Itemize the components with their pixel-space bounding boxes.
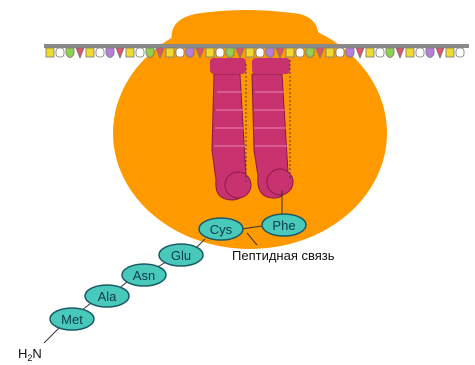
amino-acid-phe: Phe [262,214,306,236]
mrna-nucleotide [406,48,414,57]
mrna-nucleotide [286,48,294,57]
mrna-nucleotide [426,48,434,58]
amino-acid-label: Met [61,312,83,327]
mrna-nucleotide [396,48,404,58]
mrna-nucleotide [296,48,304,57]
mrna-nucleotide [436,48,444,58]
trna-right-anticodon [252,58,290,74]
trna-right-loop [267,169,293,195]
mrna-nucleotide [446,48,454,57]
mrna-nucleotide [136,48,144,57]
mrna-nucleotide [356,48,364,58]
n-terminus-h: H [18,346,27,361]
n-terminus-n: N [32,346,41,361]
peptide-bond-label: Пептидная связь [232,248,335,263]
amino-acid-asn: Asn [122,264,166,286]
mrna-nucleotide [66,48,74,58]
svg-text:H2N: H2N [18,346,42,363]
mrna-nucleotide [176,48,184,57]
mrna-nucleotide [376,48,384,57]
mrna-nucleotide [126,48,134,57]
amino-acid-ala: Ala [85,285,129,307]
amino-acid-cys: Cys [199,218,243,240]
mrna-nucleotide [106,48,114,58]
amino-acid-label: Glu [171,248,191,263]
mrna-nucleotide [56,48,64,57]
amino-acid-label: Cys [210,222,233,237]
mrna-nucleotide [96,48,104,57]
mrna-nucleotide [246,48,254,57]
mrna-nucleotide [186,48,194,58]
ribosome-small-subunit [171,10,318,44]
mrna-nucleotide [256,48,264,57]
amino-acid-label: Asn [133,268,155,283]
mrna-nucleotide [306,48,314,58]
mrna-nucleotide [76,48,84,58]
amino-acid-glu: Glu [159,244,203,266]
mrna-nucleotide [216,48,224,57]
mrna-nucleotide [46,48,54,57]
mrna-nucleotide [206,48,214,57]
mrna-nucleotide [346,48,354,58]
mrna-nucleotide [116,48,124,58]
trna-left-loop [225,172,251,198]
mrna-nucleotide [226,48,234,58]
amino-acid-label: Phe [272,218,295,233]
amino-acid-met: Met [50,308,94,330]
mrna-nucleotide [366,48,374,57]
n-terminus-label: H2N [18,346,42,363]
mrna-backbone [44,44,469,48]
trna-left-anticodon [210,58,246,74]
mrna-nucleotide [386,48,394,58]
mrna-nucleotide [86,48,94,57]
mrna-nucleotide [326,48,334,57]
mrna-nucleotide [146,48,154,58]
mrna-nucleotide [336,48,344,57]
amino-acid-label: Ala [98,289,118,304]
mrna-nucleotide [266,48,274,58]
mrna-strand [44,44,469,58]
mrna-nucleotide [456,48,464,57]
mrna-nucleotide [166,48,174,57]
mrna-nucleotide [416,48,424,57]
